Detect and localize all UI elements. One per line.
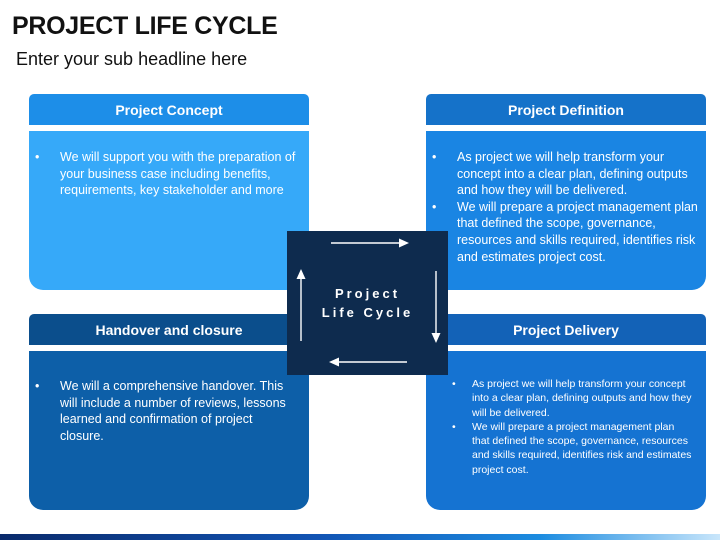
page-title: PROJECT LIFE CYCLE xyxy=(12,12,278,40)
arrow-right-icon xyxy=(331,238,409,248)
card-body: As project we will help transform your c… xyxy=(426,351,706,510)
arrow-left-icon xyxy=(329,357,407,367)
center-label: Project Life Cycle xyxy=(287,284,448,322)
bullet-list: As project we will help transform your c… xyxy=(426,131,706,265)
card-header: Handover and closure xyxy=(29,314,309,345)
page-subtitle: Enter your sub headline here xyxy=(16,49,248,69)
bullet-list: We will support you with the preparation… xyxy=(29,131,309,199)
center-label-line2: Life Cycle xyxy=(321,305,414,320)
card-project-definition: Project Definition As project we will he… xyxy=(426,94,706,290)
bullet-list: As project we will help transform your c… xyxy=(426,351,706,477)
arrow-down-icon xyxy=(431,271,441,343)
card-body: We will support you with the preparation… xyxy=(29,131,309,290)
card-header: Project Delivery xyxy=(426,314,706,345)
bullet-item: As project we will help transform your c… xyxy=(427,149,698,199)
bullet-list: We will a comprehensive handover. This w… xyxy=(29,351,309,444)
bullet-item: We will prepare a project management pla… xyxy=(427,199,698,265)
card-header: Project Concept xyxy=(29,94,309,125)
center-label-line1: Project xyxy=(334,286,401,301)
card-handover-closure: Handover and closure We will a comprehen… xyxy=(29,314,309,510)
bullet-item: We will prepare a project management pla… xyxy=(447,420,694,477)
card-project-concept: Project Concept We will support you with… xyxy=(29,94,309,290)
bullet-item: We will support you with the preparation… xyxy=(30,149,299,199)
arrow-up-icon xyxy=(296,269,306,341)
card-body: We will a comprehensive handover. This w… xyxy=(29,351,309,510)
life-cycle-center: Project Life Cycle xyxy=(287,231,448,375)
card-header: Project Definition xyxy=(426,94,706,125)
card-project-delivery: Project Delivery As project we will help… xyxy=(426,314,706,510)
bullet-item: As project we will help transform your c… xyxy=(447,377,694,420)
bottom-gradient-bar xyxy=(0,534,720,540)
card-body: As project we will help transform your c… xyxy=(426,131,706,290)
bullet-item: We will a comprehensive handover. This w… xyxy=(30,378,299,444)
